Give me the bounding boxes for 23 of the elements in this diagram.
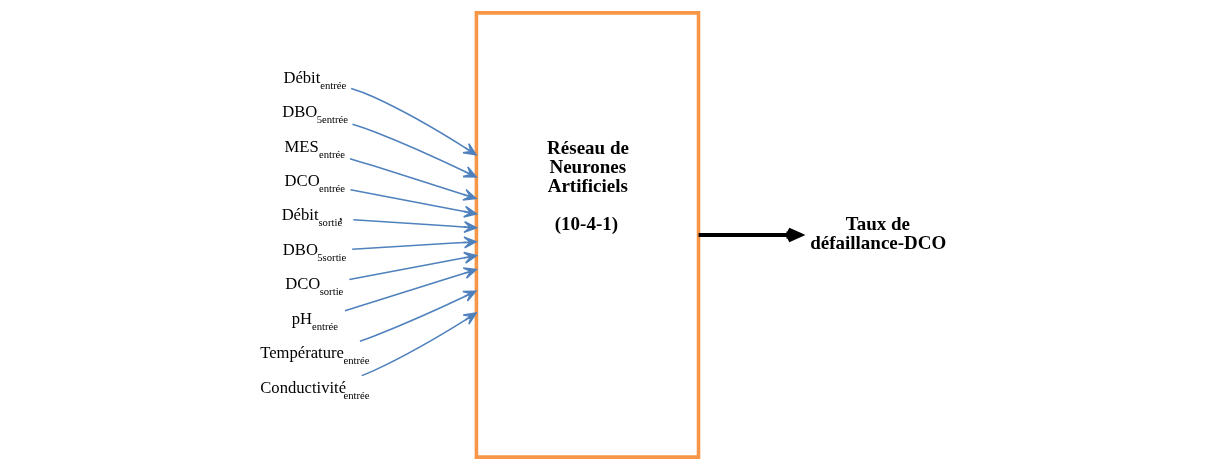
node-text: DCO$_{entrée}$	[284, 170, 346, 194]
node-text: Débit$_{sortie}$,	[281, 205, 343, 229]
node-text: DBO$_{5entrée}$	[282, 102, 349, 126]
node-box: Réseau de Neurones Artificiels (10-4-1)	[474, 11, 701, 459]
arrow	[348, 251, 478, 281]
arrow	[349, 189, 478, 218]
node-text: Débit$_{entrée}$	[283, 67, 347, 91]
arrow	[698, 227, 803, 243]
arrow	[351, 236, 477, 251]
arrow	[359, 290, 477, 342]
arrow	[350, 87, 477, 156]
node-text: pH$_{entrée}$	[291, 308, 338, 332]
node-text: DCO$_{sortie}$	[285, 274, 344, 298]
node-text: Taux de défaillance-DCO	[810, 213, 947, 254]
arrow	[361, 312, 477, 377]
node-text: DBO$_{5sortie}$	[282, 239, 347, 263]
arrow	[351, 123, 477, 178]
arrow	[352, 219, 477, 234]
node-text: Conductivité$_{entrée}$	[260, 377, 370, 401]
arrow	[344, 267, 478, 312]
node-text: MES$_{entrée}$	[284, 136, 346, 160]
arrow	[349, 158, 477, 201]
node-text: Température$_{entrée}$	[260, 343, 370, 367]
